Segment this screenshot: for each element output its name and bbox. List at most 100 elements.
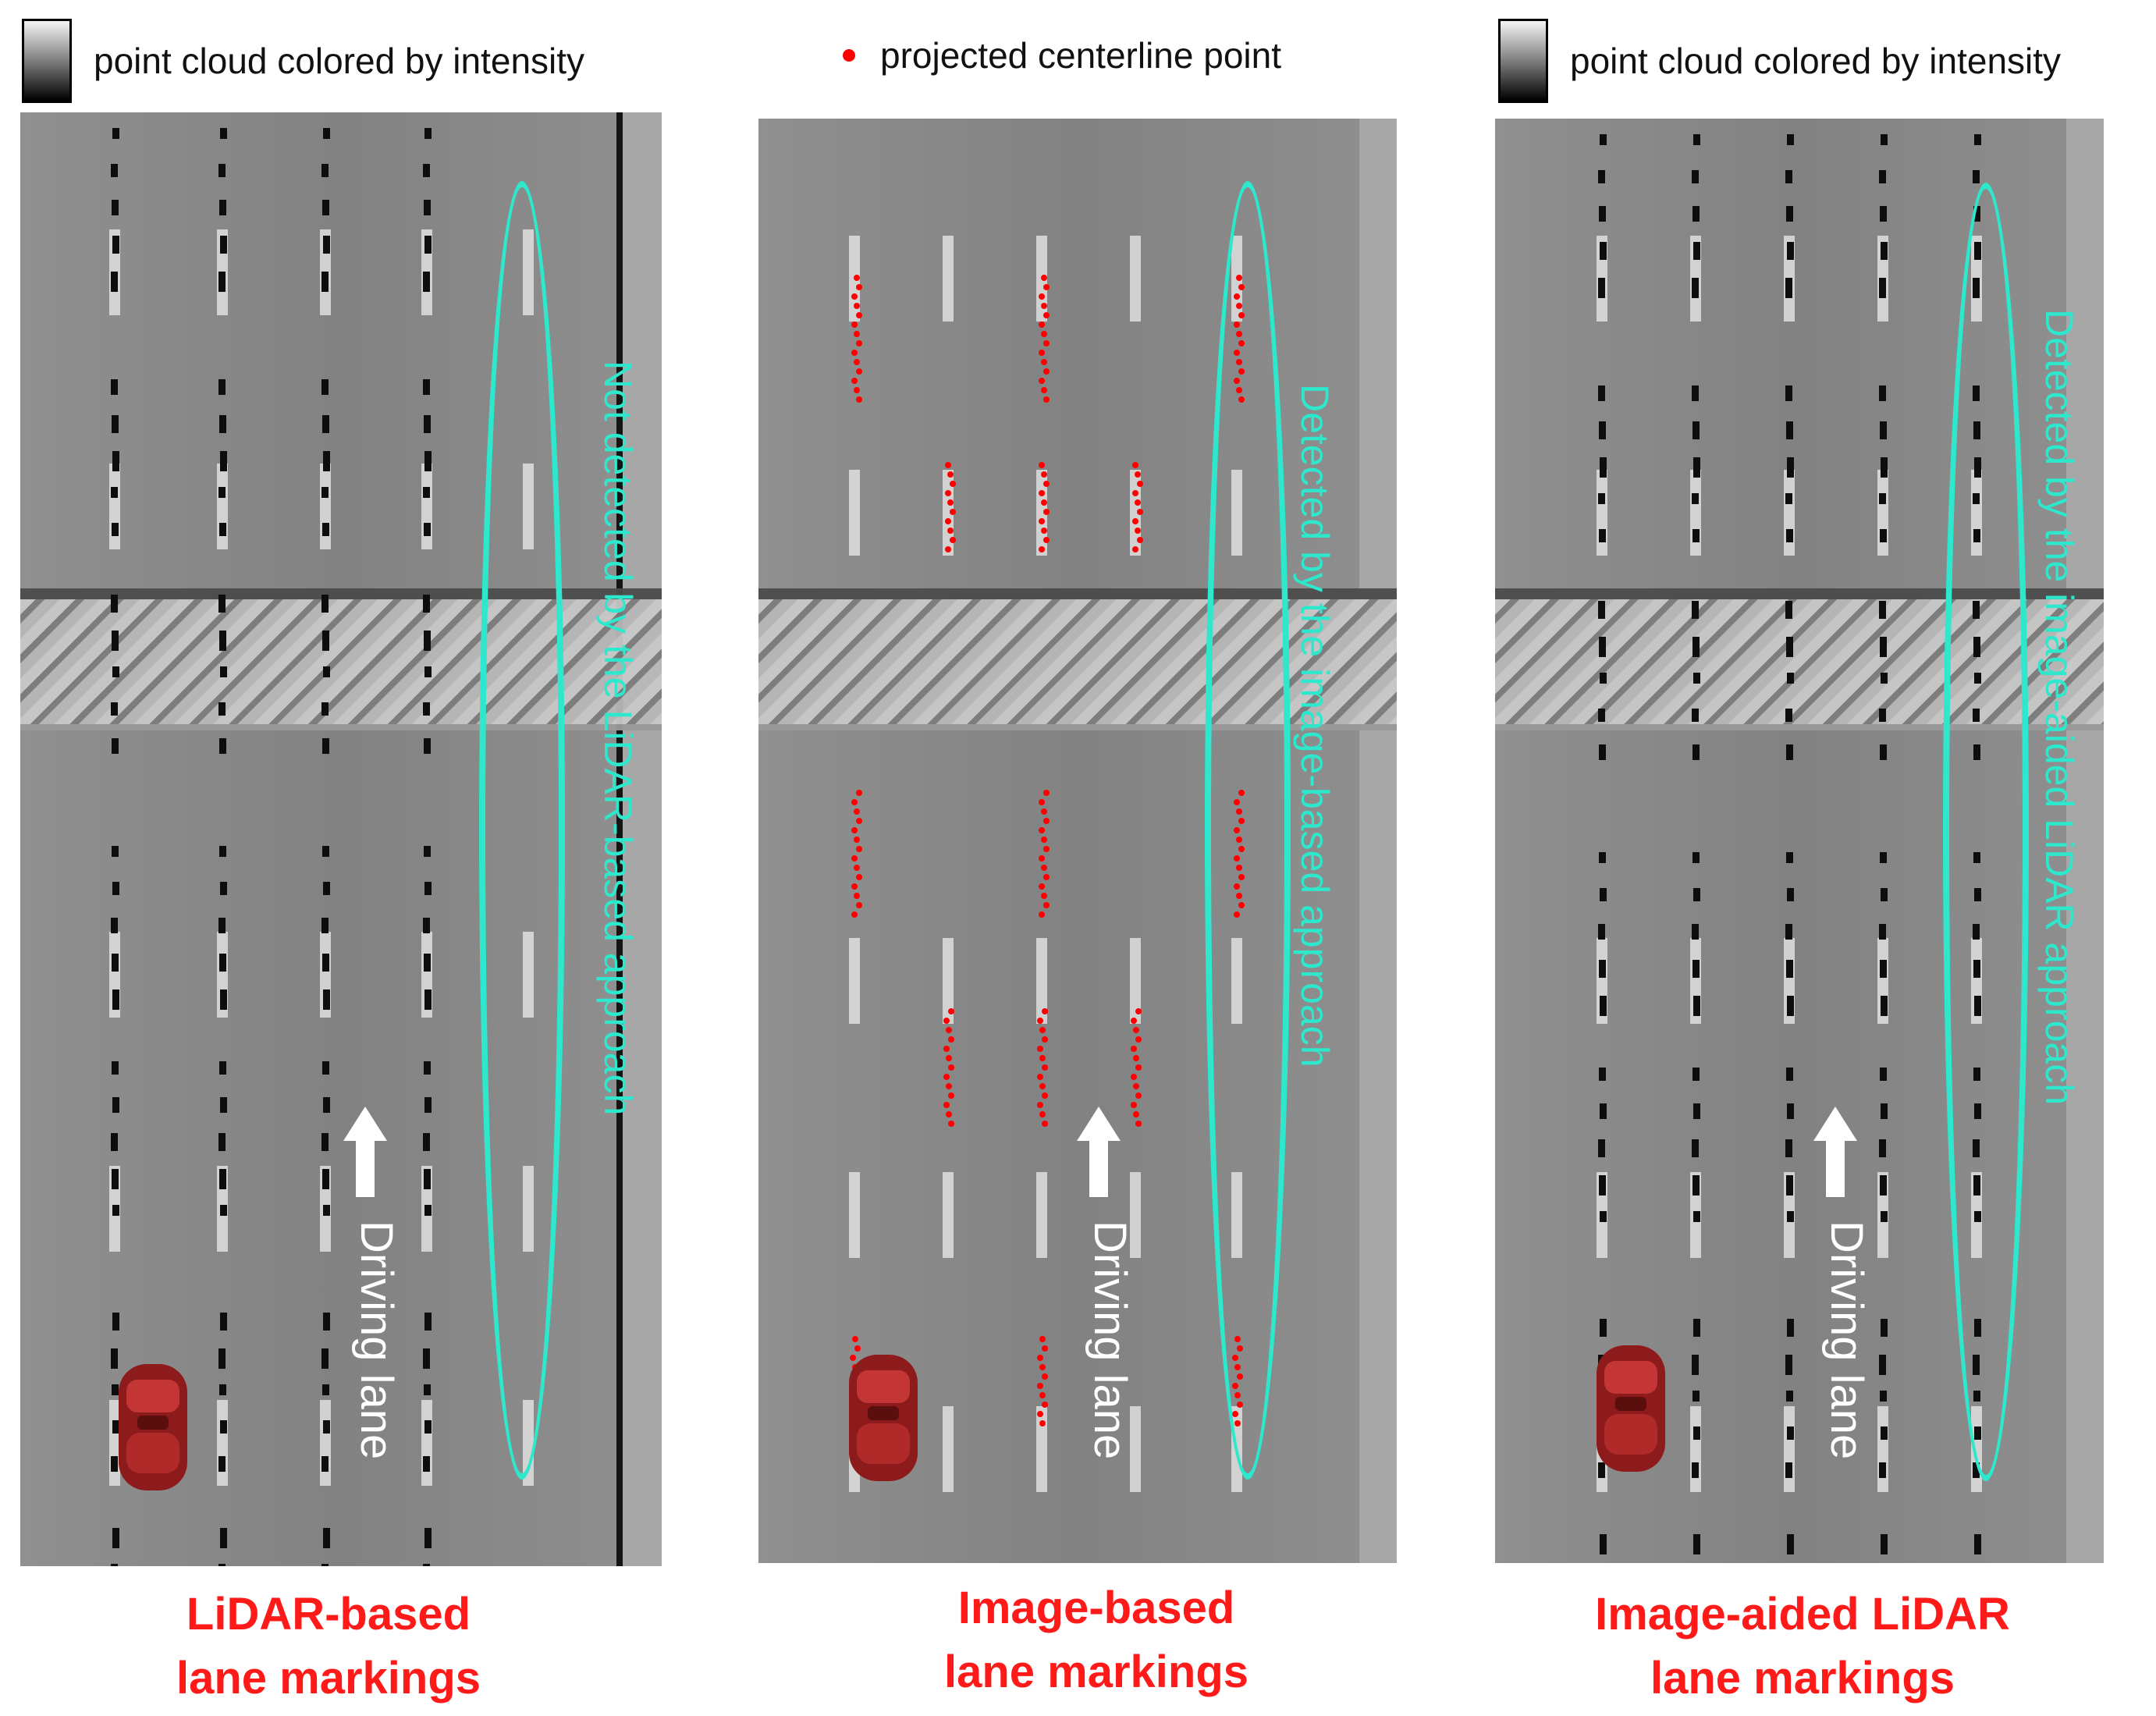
centerline-point [1039, 1392, 1046, 1398]
centerline-point [1039, 1420, 1046, 1426]
lidar-point-cluster [1785, 170, 1792, 183]
lidar-point-cluster [424, 1097, 432, 1113]
lidar-point-cluster [111, 918, 118, 933]
highlight-ellipse [479, 181, 565, 1480]
lidar-point-cluster [321, 1564, 329, 1566]
driving-lane-label: Driving lane [351, 1220, 402, 1460]
lidar-point-cluster [322, 738, 329, 754]
centerline-point [1041, 528, 1047, 534]
centerline-point [854, 275, 860, 281]
lidar-point-cluster [1785, 278, 1792, 298]
lidar-point-cluster [424, 954, 431, 972]
caption-lidar: LiDAR-based lane markings [98, 1583, 559, 1711]
red-car [114, 1361, 192, 1494]
lidar-point-cluster [1693, 1319, 1700, 1337]
centerline-point [851, 855, 858, 862]
lidar-point-cluster [1974, 134, 1981, 145]
lidar-point-cluster [1693, 242, 1700, 260]
centerline-point [1131, 1018, 1137, 1024]
lidar-point-cluster [1879, 601, 1886, 619]
centerline-point [943, 1018, 950, 1024]
lidar-point-cluster [1692, 601, 1699, 619]
lidar-point-cluster [112, 989, 119, 1010]
lidar-point-cluster [220, 1313, 227, 1331]
lidar-point-cluster [112, 1205, 119, 1216]
white-dash-marking [1130, 1172, 1141, 1258]
lidar-point-cluster [219, 523, 226, 536]
centerline-point [1039, 462, 1045, 468]
centerline-point [1135, 1064, 1142, 1071]
panel-lidar: Driving lane Not detected by the LiDAR-b… [20, 112, 662, 1566]
lidar-point-cluster [424, 1420, 432, 1434]
lidar-point-cluster [1879, 1139, 1886, 1157]
lidar-point-cluster [1598, 601, 1605, 619]
lidar-point-cluster [1879, 1355, 1886, 1375]
lidar-point-cluster [1786, 1391, 1793, 1402]
white-dash-marking [1784, 470, 1795, 556]
white-dash-marking [1036, 1406, 1047, 1492]
lidar-point-cluster [424, 1061, 431, 1075]
lidar-point-cluster [424, 1205, 432, 1216]
lidar-point-cluster [322, 523, 329, 536]
lidar-point-cluster [1598, 385, 1605, 401]
centerline-point [946, 1111, 952, 1117]
lidar-point-cluster [112, 415, 119, 433]
lidar-point-cluster [1692, 385, 1699, 401]
lidar-point-cluster [1785, 709, 1792, 722]
lidar-point-cluster [1692, 278, 1699, 298]
lidar-point-cluster [1600, 1319, 1607, 1337]
panel-image: Driving lane Detected by the image-based… [758, 119, 1397, 1563]
lidar-point-cluster [1786, 960, 1793, 978]
centerline-point [1135, 1121, 1142, 1127]
centerline-point [1039, 293, 1045, 300]
white-dash-marking [217, 1400, 228, 1486]
lidar-point-cluster [424, 989, 432, 1010]
highlight-ellipse [1205, 181, 1291, 1480]
lidar-point-cluster [220, 666, 227, 677]
centerline-point [1039, 827, 1045, 833]
lidar-point-cluster [321, 1348, 329, 1369]
lidar-point-cluster [1787, 996, 1794, 1016]
lidar-point-cluster [1880, 744, 1887, 760]
centerline-point [1041, 837, 1047, 843]
lidar-point-cluster [1599, 744, 1606, 760]
lidar-point-cluster [112, 1097, 119, 1113]
centerline-point [1042, 1008, 1048, 1014]
lidar-point-cluster [423, 164, 430, 177]
centerline-point [1135, 471, 1141, 478]
centerline-point [946, 1055, 952, 1061]
centerline-point [1039, 911, 1045, 918]
lidar-point-cluster [1974, 1534, 1981, 1554]
lidar-point-cluster [322, 1169, 329, 1189]
centerline-point [943, 1074, 950, 1080]
centerline-point [1041, 893, 1047, 899]
lidar-point-cluster [112, 666, 119, 677]
centerline-point [1137, 509, 1143, 515]
centerline-point [1135, 1008, 1142, 1014]
centerline-point [1042, 1121, 1048, 1127]
lidar-point-cluster [1600, 996, 1607, 1016]
lidar-point-cluster [112, 1061, 119, 1075]
centerline-point [945, 546, 951, 552]
lidar-point-cluster [219, 415, 226, 433]
lidar-point-cluster [1785, 493, 1792, 504]
lidar-point-cluster [1692, 709, 1699, 722]
lidar-point-cluster [1693, 888, 1700, 901]
centerline-point [1042, 1402, 1048, 1408]
lidar-point-cluster [1787, 673, 1794, 684]
lidar-point-cluster [423, 918, 430, 933]
lidar-point-cluster [218, 702, 226, 716]
lidar-point-cluster [219, 631, 226, 651]
centerline-point [1042, 1373, 1048, 1380]
lidar-point-cluster [321, 487, 329, 498]
white-dash-marking [849, 470, 860, 556]
centerline-point [1041, 471, 1047, 478]
centerline-point [854, 893, 860, 899]
centerline-point [1037, 1102, 1043, 1108]
lidar-point-cluster [1598, 1462, 1605, 1478]
lidar-point-cluster [112, 954, 119, 972]
white-dash-marking [943, 938, 954, 1024]
lidar-point-cluster [1786, 852, 1793, 863]
centerline-point [948, 1008, 954, 1014]
centerline-point [1039, 518, 1045, 524]
